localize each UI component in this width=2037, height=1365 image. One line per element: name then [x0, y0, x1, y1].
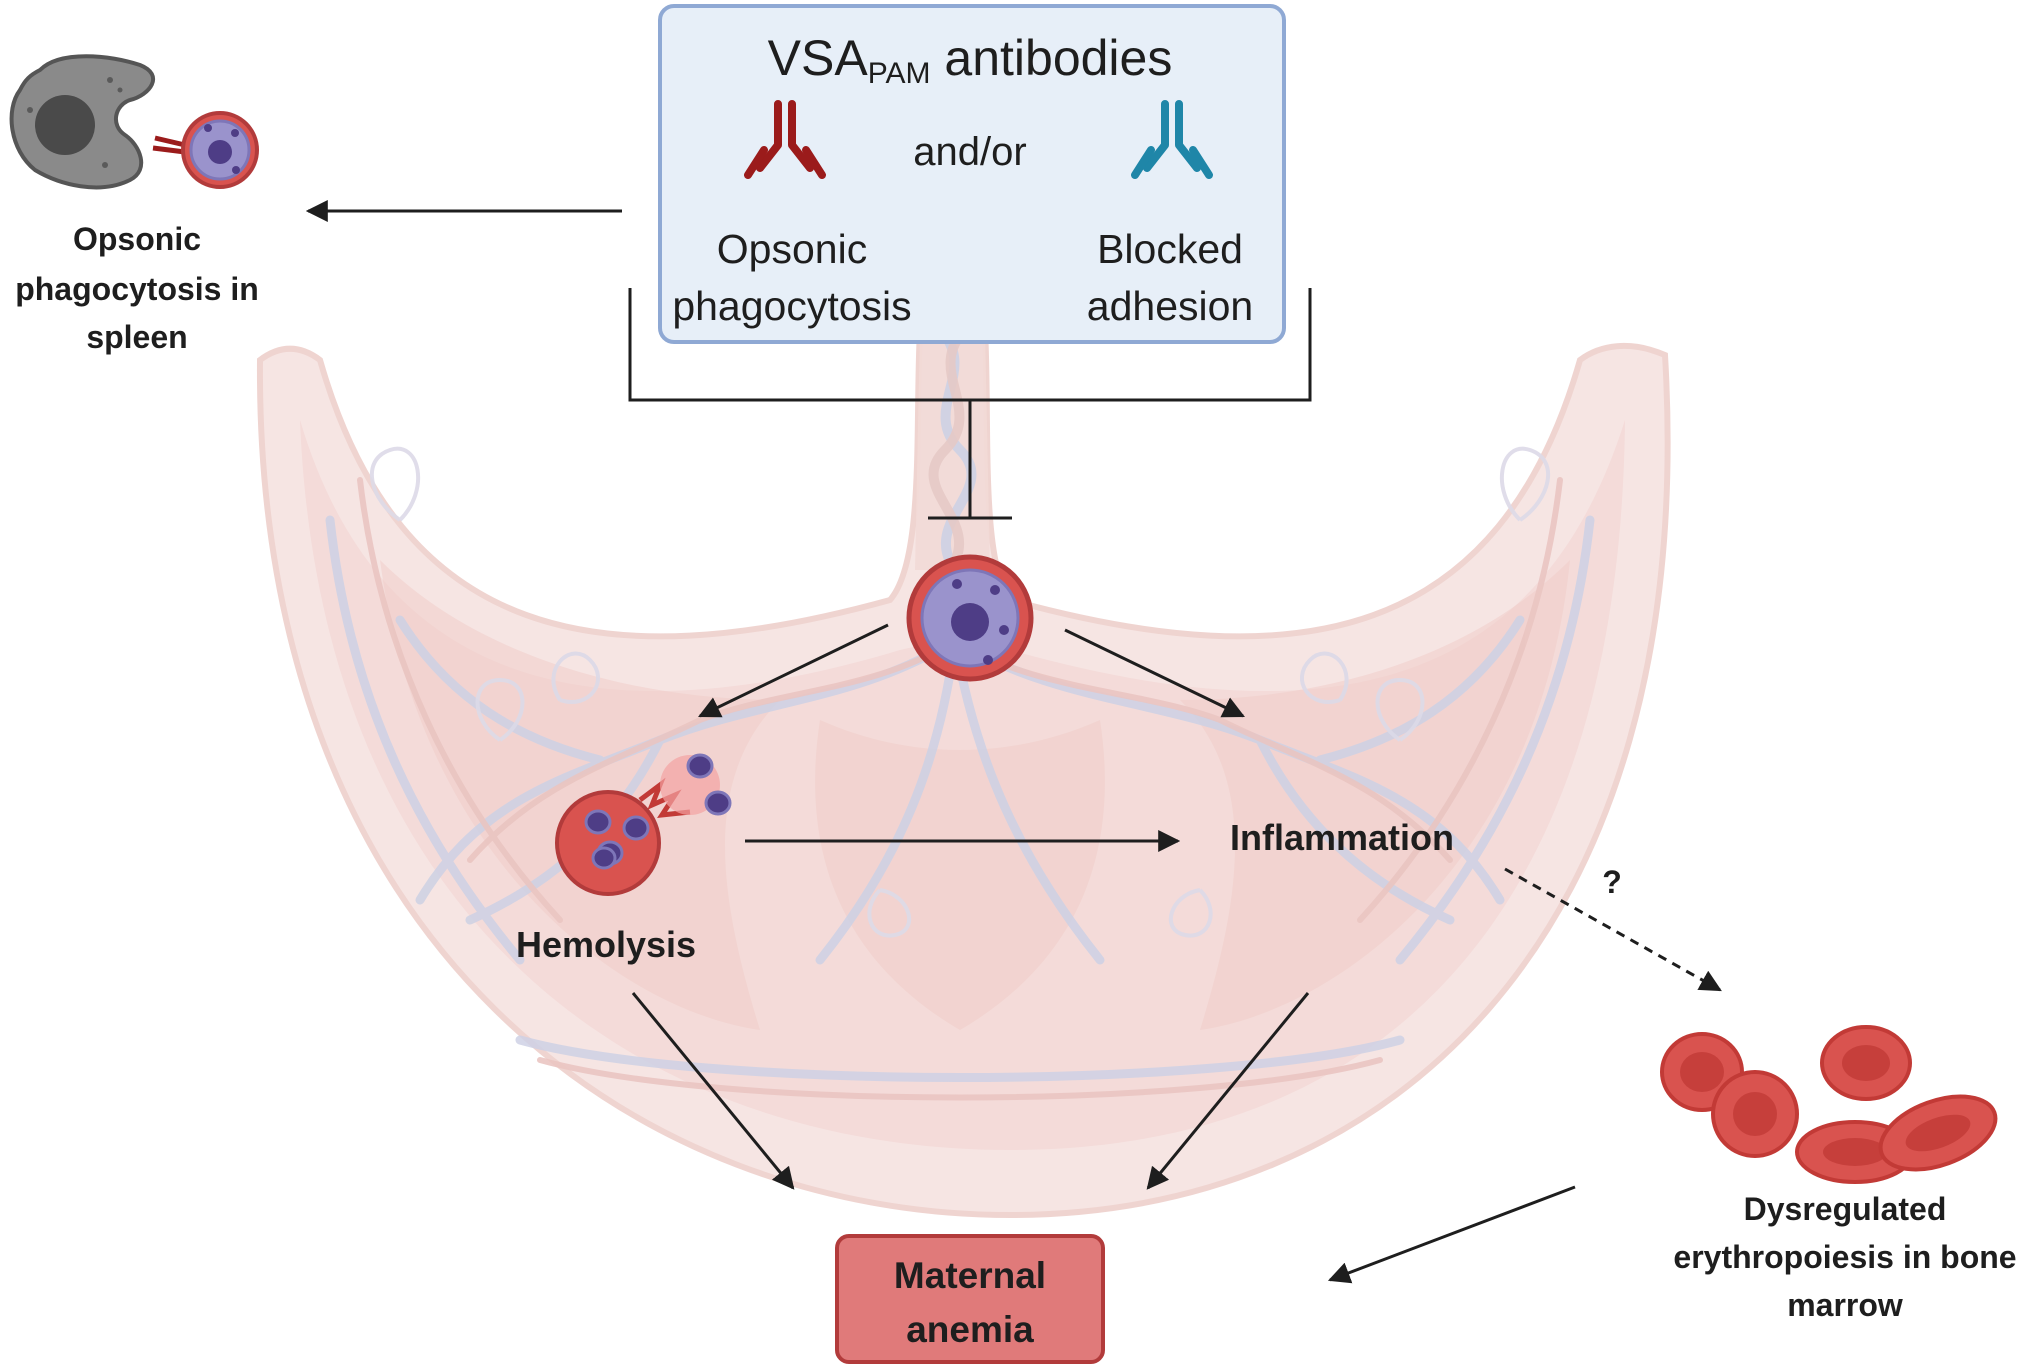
macrophage-icon: [9, 54, 155, 190]
box-title-rest: antibodies: [931, 30, 1173, 86]
opsonic-phagocytosis-label: Opsonic: [717, 226, 867, 272]
hemolysis-icon: [555, 753, 732, 896]
antibody-box: VSAPAM antibodies and/or Opsonic phagocy…: [658, 4, 1286, 344]
bone-marrow-label-line3: marrow: [1787, 1287, 1903, 1323]
maternal-anemia-label-line1: Maternal: [894, 1255, 1046, 1296]
box-title-subscript: PAM: [868, 57, 931, 90]
inflammation-label: Inflammation: [1230, 817, 1454, 858]
blocked-adhesion-label: Blocked: [1097, 226, 1243, 272]
maternal-anemia-label-line2: anemia: [906, 1309, 1034, 1350]
placenta-inner: [300, 420, 1625, 1150]
and-or-label: and/or: [913, 130, 1026, 174]
bone-marrow-label-line1: Dysregulated: [1744, 1191, 1947, 1227]
maternal-anemia-frame: [835, 1234, 1105, 1364]
arrow-to-hemolysis: [698, 623, 889, 718]
arrow-hemolysis-to-anemia: [631, 992, 795, 1190]
blocking-antibody-icon: [1131, 100, 1213, 179]
spleen-label-line2: phagocytosis in: [15, 271, 259, 307]
cord-vessel: [928, 326, 969, 573]
opsonic-phagocytosis-label-line2: phagocytosis: [672, 283, 911, 329]
inhibition-bracket: [628, 288, 1312, 520]
spleen-label-line3: spleen: [86, 319, 187, 355]
arrow-bone-marrow-to-anemia: [1327, 1185, 1576, 1284]
placenta-lobes: [380, 560, 1570, 1030]
spleen-label-line1: Opsonic: [73, 221, 201, 257]
box-title-main: VSA: [768, 30, 869, 86]
box-title: VSAPAM antibodies: [768, 30, 1173, 90]
infected-rbc-spleen-icon: [181, 111, 259, 189]
blocked-adhesion-label-line2: adhesion: [1087, 283, 1253, 329]
villi-loops: [370, 446, 1550, 938]
opsonic-antibody-icon: [744, 100, 826, 179]
maternal-anemia-box: Maternal anemia: [835, 1234, 1105, 1364]
red-blood-cells-icon: [1660, 1025, 1998, 1184]
arrow-to-inflammation: [1064, 628, 1245, 718]
small-antibody-icon: [152, 135, 186, 155]
artery-network: [357, 477, 1563, 1101]
infected-erythrocyte-icon: [906, 554, 1034, 682]
antibody-box-frame: [658, 4, 1286, 344]
arrow-inflammation-to-anemia: [1146, 992, 1310, 1190]
placenta-illustration: [256, 326, 1671, 1219]
bone-marrow-label-line2: erythropoiesis in bone: [1673, 1239, 2016, 1275]
hemolysis-label: Hemolysis: [516, 924, 696, 965]
question-mark-label: ?: [1602, 864, 1622, 900]
